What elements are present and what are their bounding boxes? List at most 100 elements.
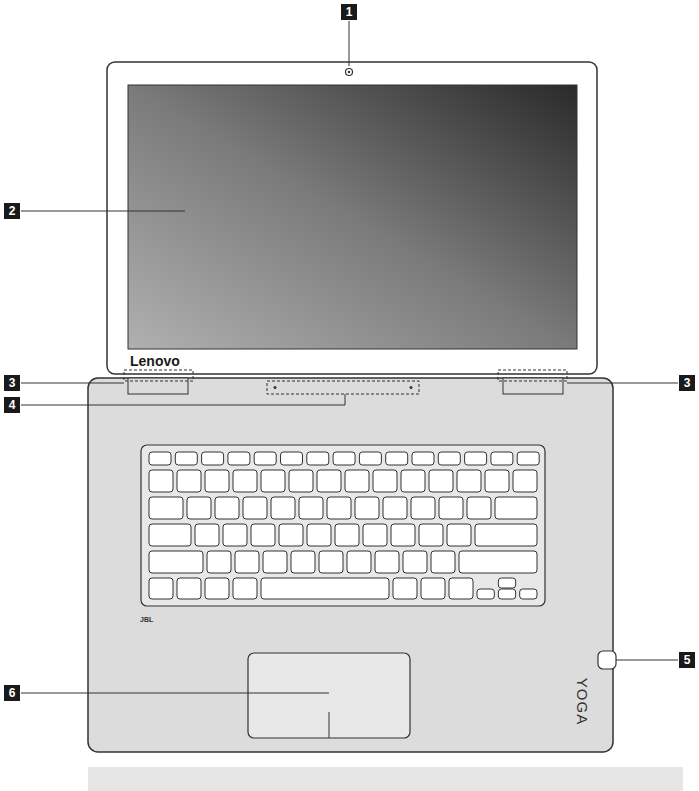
key xyxy=(495,497,537,519)
key xyxy=(307,452,329,465)
leader-line xyxy=(616,660,678,661)
key xyxy=(271,497,295,519)
key xyxy=(233,470,257,492)
leader-line xyxy=(567,383,678,384)
brand-logo: Lenovo xyxy=(130,354,180,368)
fingerprint-reader xyxy=(598,651,616,669)
key xyxy=(149,470,173,492)
hinge xyxy=(503,378,563,394)
key xyxy=(261,470,285,492)
key xyxy=(355,497,379,519)
leader-line xyxy=(21,394,345,405)
key xyxy=(149,578,173,599)
laptop-base xyxy=(88,378,613,752)
keyboard-keys xyxy=(149,452,539,599)
key xyxy=(447,524,471,546)
key xyxy=(386,452,408,465)
key xyxy=(467,497,491,519)
key xyxy=(223,524,247,546)
key xyxy=(175,452,197,465)
key xyxy=(177,470,201,492)
key xyxy=(263,551,287,573)
key xyxy=(207,551,231,573)
leader-line xyxy=(349,21,350,66)
key xyxy=(327,497,351,519)
key xyxy=(177,578,201,599)
laptop-lid xyxy=(107,62,597,374)
leader-line xyxy=(21,383,124,384)
key xyxy=(289,470,313,492)
key xyxy=(261,578,389,599)
microphone xyxy=(274,386,277,389)
key xyxy=(228,452,250,465)
display xyxy=(128,85,577,349)
key xyxy=(319,551,343,573)
key xyxy=(202,452,224,465)
key xyxy=(299,497,323,519)
key xyxy=(457,470,481,492)
microphone-outline xyxy=(267,381,419,394)
key xyxy=(149,497,183,519)
callout-number: 2 xyxy=(4,203,20,219)
key xyxy=(307,524,331,546)
key xyxy=(475,524,537,546)
key xyxy=(149,551,203,573)
leader-lines xyxy=(21,21,678,693)
key xyxy=(419,524,443,546)
callout-number: 3 xyxy=(679,375,695,391)
key xyxy=(235,551,259,573)
key xyxy=(205,470,229,492)
key xyxy=(291,551,315,573)
key xyxy=(485,470,509,492)
key xyxy=(401,470,425,492)
key xyxy=(393,578,417,599)
key xyxy=(383,497,407,519)
key xyxy=(205,578,229,599)
key xyxy=(491,452,513,465)
camera-lens xyxy=(348,71,350,73)
key xyxy=(233,578,257,599)
touchpad-divider xyxy=(329,712,330,738)
key xyxy=(149,524,191,546)
key xyxy=(347,551,371,573)
key xyxy=(477,589,494,599)
key xyxy=(333,452,355,465)
key xyxy=(215,497,239,519)
key xyxy=(317,470,341,492)
key xyxy=(438,452,460,465)
audio-logo: JBL xyxy=(140,616,153,623)
key xyxy=(279,524,303,546)
key xyxy=(439,497,463,519)
hinge xyxy=(128,378,188,394)
key xyxy=(517,452,539,465)
key xyxy=(187,497,211,519)
key xyxy=(345,470,369,492)
key xyxy=(411,497,435,519)
key xyxy=(359,452,381,465)
touchpad xyxy=(248,653,410,738)
key xyxy=(449,578,473,599)
key xyxy=(498,589,515,599)
speaker-outline xyxy=(498,370,567,381)
key xyxy=(498,578,515,588)
leader-line xyxy=(21,693,329,694)
key xyxy=(520,589,537,599)
product-logo: YOGA xyxy=(575,678,590,725)
callout-number: 4 xyxy=(4,397,20,413)
key xyxy=(243,497,267,519)
key xyxy=(465,452,487,465)
key xyxy=(375,551,399,573)
speaker-outline xyxy=(124,370,193,381)
key xyxy=(429,470,453,492)
leader-line xyxy=(21,211,185,212)
key xyxy=(195,524,219,546)
keyboard-frame xyxy=(141,445,545,606)
camera xyxy=(346,69,353,76)
key xyxy=(403,551,427,573)
key xyxy=(335,524,359,546)
callout-number: 1 xyxy=(341,4,357,20)
key xyxy=(373,470,397,492)
key xyxy=(149,452,171,465)
callout-number: 5 xyxy=(679,652,695,668)
